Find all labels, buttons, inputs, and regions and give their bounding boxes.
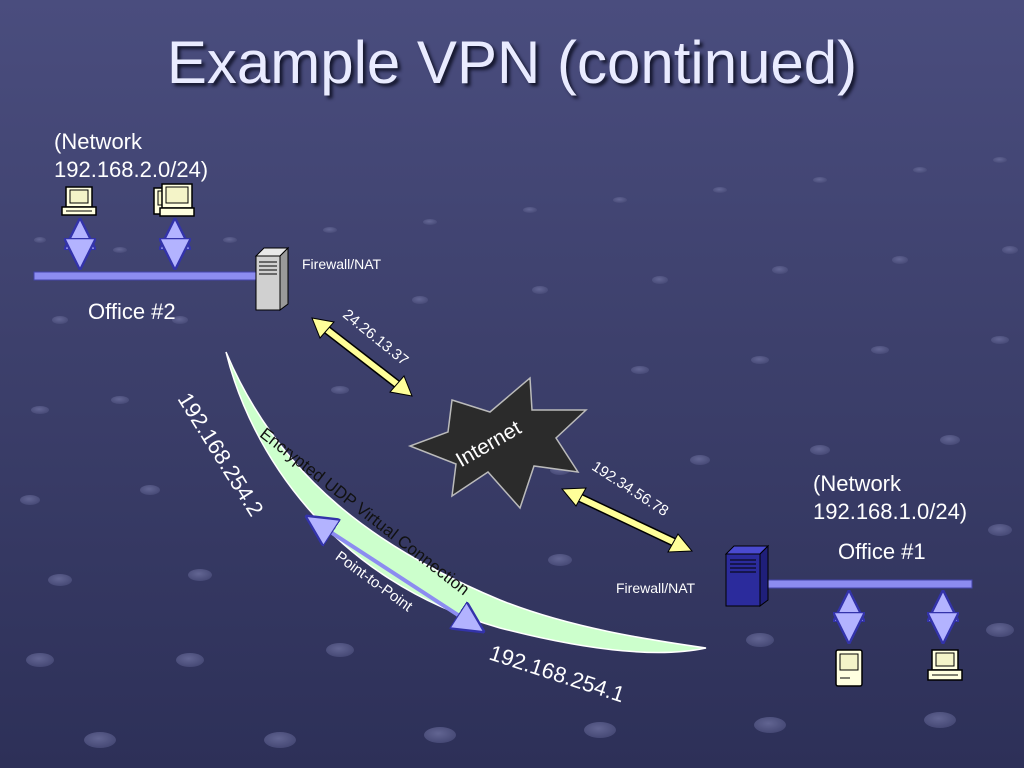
public-link-arrow-office2: [311, 317, 413, 397]
office1-network-line2: 192.168.1.0/24): [813, 499, 968, 524]
computer-icon: [835, 649, 863, 687]
office2-firewall-label: Firewall/NAT: [302, 256, 382, 272]
computer-icon: [927, 649, 963, 681]
office2-network-line1: (Network: [54, 129, 143, 154]
office1-lan-line: [767, 579, 973, 589]
office2-network-line2: 192.168.2.0/24): [54, 157, 209, 182]
server-icon: [724, 544, 770, 607]
server-icon: [254, 246, 290, 311]
office2-lan-line: [33, 271, 263, 281]
public-link-arrow-office1: [560, 487, 694, 553]
background-dots: [20, 157, 1018, 748]
slide-title: Example VPN (continued): [166, 29, 858, 96]
office2-name: Office #2: [88, 299, 176, 324]
office1-network-line1: (Network: [813, 471, 902, 496]
internet-burst-icon: [407, 376, 588, 510]
office1-firewall-label: Firewall/NAT: [616, 580, 696, 596]
computer-icon: [61, 186, 97, 216]
office1-name: Office #1: [838, 539, 926, 564]
point-to-point-arrow: [312, 520, 478, 628]
computer-icon: [153, 183, 195, 217]
